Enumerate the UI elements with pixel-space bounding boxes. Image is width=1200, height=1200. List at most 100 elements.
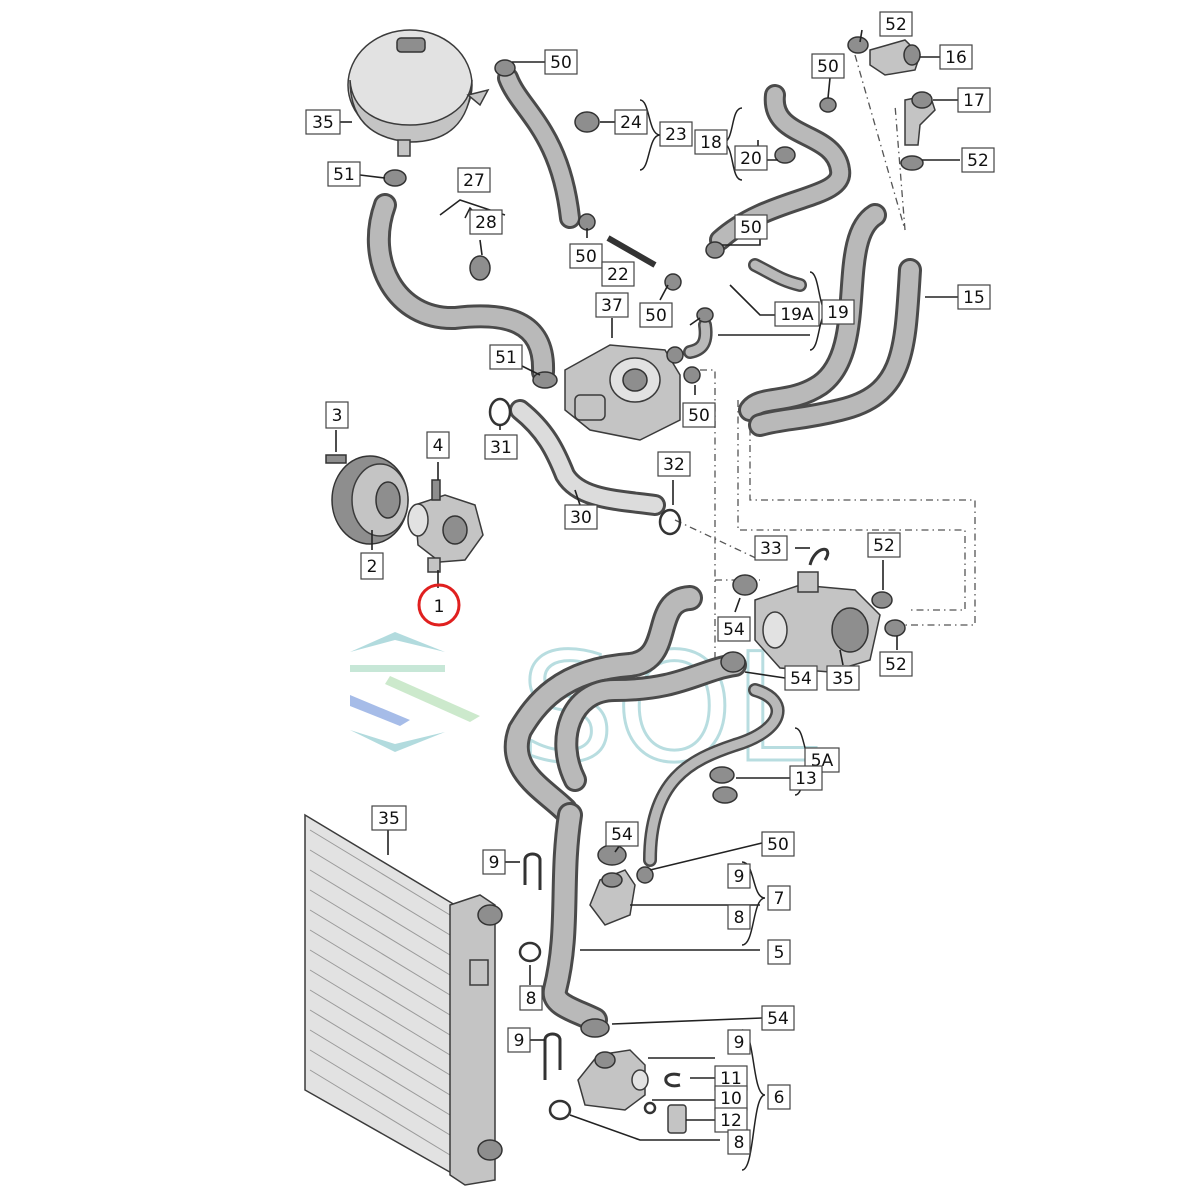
- svg-text:28: 28: [475, 213, 497, 233]
- hoses: [366, 67, 922, 1033]
- svg-text:17: 17: [963, 91, 985, 111]
- label-35: 35: [305, 109, 341, 135]
- label-23: 23: [659, 121, 693, 147]
- svg-text:23: 23: [665, 125, 687, 145]
- water-pump: [407, 494, 484, 573]
- svg-text:35: 35: [312, 113, 334, 133]
- t-connector: [577, 1049, 649, 1111]
- label-37: 37: [595, 292, 629, 318]
- svg-text:54: 54: [723, 620, 745, 640]
- parts: [304, 29, 936, 1186]
- svg-text:50: 50: [817, 57, 839, 77]
- elbow-connector: [589, 869, 636, 926]
- label-32: 32: [657, 451, 691, 477]
- label-20: 20: [734, 145, 768, 171]
- label-4: 4: [426, 431, 450, 459]
- leader-lines: [335, 29, 960, 1141]
- label-28: 28: [469, 209, 503, 235]
- svg-text:35: 35: [378, 809, 400, 829]
- label-50: 50: [682, 402, 716, 428]
- svg-text:50: 50: [645, 306, 667, 326]
- svg-text:27: 27: [463, 171, 485, 191]
- label-50: 50: [639, 302, 673, 328]
- svg-text:50: 50: [688, 406, 710, 426]
- svg-text:51: 51: [495, 348, 517, 368]
- svg-text:7: 7: [774, 889, 785, 909]
- coolant-pipe: [509, 399, 666, 516]
- label-54: 54: [784, 665, 818, 691]
- expansion-tank: [347, 29, 490, 157]
- label-51: 51: [489, 344, 523, 370]
- label-16: 16: [939, 44, 973, 70]
- svg-text:54: 54: [790, 669, 812, 689]
- label-9: 9: [727, 1029, 751, 1055]
- throttle-body: [564, 344, 681, 441]
- label-22: 22: [601, 261, 635, 287]
- hose-connector: [869, 39, 921, 76]
- svg-text:19: 19: [827, 303, 849, 323]
- part-labels: 52 16 50 50 17 35 24 23 18 20 52 51 27 2…: [305, 11, 995, 1155]
- label-54: 54: [605, 821, 639, 847]
- svg-text:20: 20: [740, 149, 762, 169]
- label-51: 51: [327, 161, 361, 187]
- svg-text:18: 18: [700, 133, 722, 153]
- label-33: 33: [754, 535, 788, 561]
- label-50: 50: [811, 53, 845, 79]
- svg-text:8: 8: [734, 1133, 745, 1153]
- label-50: 50: [734, 214, 768, 240]
- label-54: 54: [761, 1005, 795, 1031]
- svg-text:10: 10: [720, 1089, 742, 1109]
- svg-text:50: 50: [550, 53, 572, 73]
- label-31: 31: [484, 434, 518, 460]
- label-2: 2: [360, 552, 384, 580]
- svg-text:54: 54: [611, 825, 633, 845]
- svg-text:13: 13: [795, 769, 817, 789]
- svg-text:6: 6: [774, 1088, 785, 1108]
- temperature-sensor: [667, 1104, 687, 1134]
- label-50: 50: [544, 49, 578, 75]
- svg-text:12: 12: [720, 1111, 742, 1131]
- svg-text:8: 8: [734, 908, 745, 928]
- label-9: 9: [727, 863, 751, 889]
- svg-text:54: 54: [767, 1009, 789, 1029]
- svg-text:24: 24: [620, 113, 642, 133]
- svg-text:52: 52: [967, 151, 989, 171]
- label-35: 35: [371, 805, 407, 831]
- svg-text:15: 15: [963, 288, 985, 308]
- thermostat-housing: [754, 571, 881, 673]
- label-52: 52: [961, 147, 995, 173]
- svg-text:37: 37: [601, 296, 623, 316]
- svg-text:9: 9: [734, 867, 745, 887]
- svg-text:52: 52: [885, 655, 907, 675]
- radiator: [304, 813, 503, 1186]
- label-3: 3: [325, 401, 349, 429]
- svg-text:19A: 19A: [780, 305, 814, 325]
- svg-text:1: 1: [434, 597, 445, 617]
- label-19A: 19A: [774, 301, 820, 327]
- elbow-17: [904, 91, 936, 146]
- svg-text:9: 9: [489, 853, 500, 873]
- svg-text:52: 52: [885, 15, 907, 35]
- svg-text:9: 9: [734, 1033, 745, 1053]
- svg-text:3: 3: [332, 406, 343, 426]
- svg-text:9: 9: [514, 1031, 525, 1051]
- label-18: 18: [694, 129, 728, 155]
- label-50: 50: [761, 831, 795, 857]
- label-17: 17: [957, 87, 991, 113]
- svg-text:4: 4: [433, 436, 444, 456]
- label-9: 9: [482, 849, 506, 875]
- svg-text:33: 33: [760, 539, 782, 559]
- label-54: 54: [717, 616, 751, 642]
- bolt-22: [606, 235, 657, 268]
- label-52: 52: [879, 651, 913, 677]
- svg-text:8: 8: [526, 989, 537, 1009]
- label-5: 5: [767, 939, 791, 965]
- label-27: 27: [457, 167, 491, 193]
- label-8: 8: [727, 904, 751, 930]
- label-9: 9: [507, 1027, 531, 1053]
- svg-text:5: 5: [774, 943, 785, 963]
- svg-text:11: 11: [720, 1069, 742, 1089]
- svg-text:35: 35: [832, 669, 854, 689]
- label-24: 24: [614, 109, 648, 135]
